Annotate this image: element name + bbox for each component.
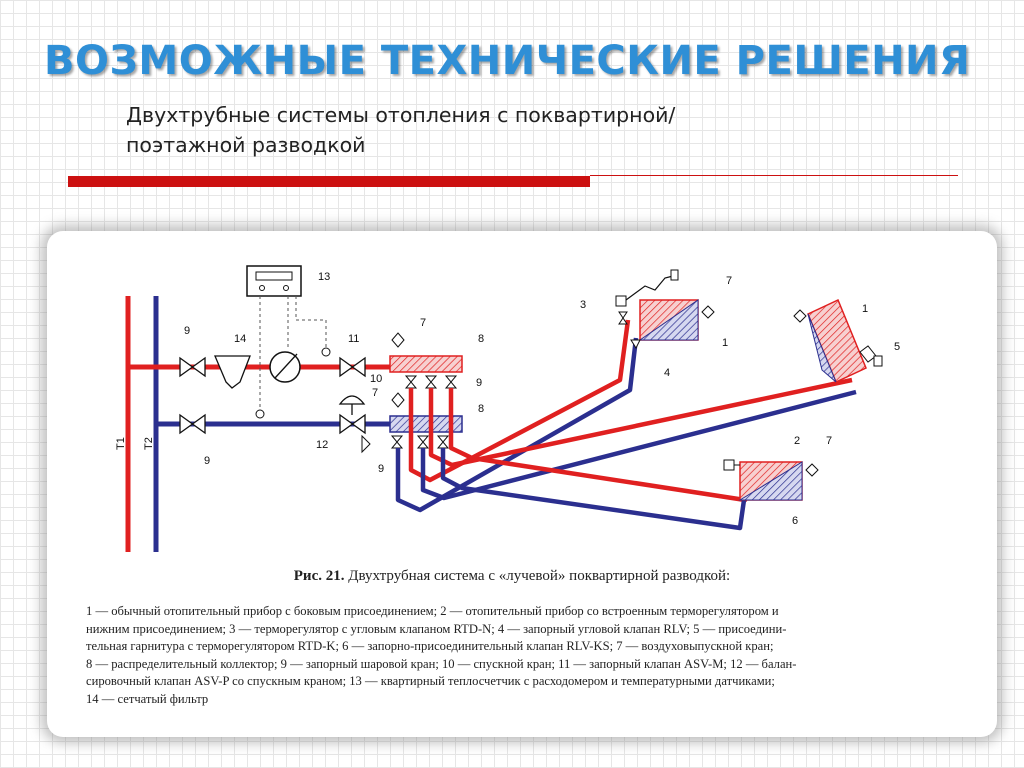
callout-13: 13 xyxy=(318,271,330,283)
legend-line: нижним присоединением; 3 — терморегулято… xyxy=(86,621,787,636)
caption-text: Двухтрубная система с «лучевой» покварти… xyxy=(344,568,731,584)
callout-1a: 1 xyxy=(722,337,728,349)
callout-9b: 9 xyxy=(204,455,210,467)
slide-subtitle: Двухтрубные системы отопления с покварти… xyxy=(126,100,675,160)
return-collector-8 xyxy=(389,415,463,433)
accent-line xyxy=(590,175,958,176)
strainer-filter-14 xyxy=(214,355,251,389)
ball-valve-9-supply xyxy=(179,356,206,378)
thermostat-3 xyxy=(615,269,679,325)
supply-collector-8 xyxy=(389,355,463,373)
legend-line: 1 — обычный отопительный прибор с боковы… xyxy=(86,604,779,618)
callout-8a: 8 xyxy=(478,333,484,345)
callout-11: 11 xyxy=(348,333,359,345)
balancing-valve-12 xyxy=(338,395,371,454)
air-vent-7-supply-collector xyxy=(391,332,405,348)
ball-valve-9-return xyxy=(179,413,206,435)
collector-return-valves xyxy=(390,435,450,449)
caption-prefix: Рис. 21. xyxy=(293,568,345,584)
radiator-1-upper xyxy=(638,299,699,341)
figure-caption: Рис. 21. Двухтрубная система с «лучевой»… xyxy=(0,568,1024,585)
radiator-2 xyxy=(723,459,803,501)
callout-7a: 7 xyxy=(420,317,426,329)
legend-line: тельная гарнитура с терморегулятором RTD… xyxy=(86,639,774,653)
accent-bar xyxy=(68,176,590,187)
air-vent-7-return-collector xyxy=(391,392,405,408)
air-vent-7-radiator-right xyxy=(793,309,807,323)
t2-label: Т2 xyxy=(143,437,155,450)
callouts: 13 14 11 9 9 12 7 7 10 8 8 9 9 3 7 1 4 1… xyxy=(184,271,900,527)
callout-3: 3 xyxy=(580,299,586,311)
connection-fitting-5 xyxy=(859,345,883,367)
branch-pipes xyxy=(395,319,857,531)
callout-12: 12 xyxy=(316,439,328,451)
air-vent-7-radiator-1 xyxy=(701,305,715,319)
callout-1b: 1 xyxy=(862,303,868,315)
callout-4: 4 xyxy=(664,367,670,379)
flowmeter xyxy=(269,351,301,383)
callout-2: 2 xyxy=(794,435,800,447)
callout-9d: 9 xyxy=(378,463,384,475)
legend-line: сировочный клапан ASV-P со спускным кран… xyxy=(86,674,775,688)
radiator-1-right xyxy=(807,298,867,384)
figure-legend: 1 — обычный отопительный прибор с боковы… xyxy=(86,603,946,708)
callout-6: 6 xyxy=(792,515,798,527)
callout-5: 5 xyxy=(894,341,900,353)
callout-7d: 7 xyxy=(826,435,832,447)
legend-line: 8 — распределительный коллектор; 9 — зап… xyxy=(86,656,797,671)
callout-8b: 8 xyxy=(478,403,484,415)
t1-label: Т1 xyxy=(115,437,127,450)
heat-meter-13 xyxy=(246,265,331,419)
angle-valve-4 xyxy=(630,339,641,350)
callout-9a: 9 xyxy=(184,325,190,337)
callout-7b: 7 xyxy=(372,387,378,399)
shutoff-valve-11 xyxy=(339,356,366,378)
air-vent-7-radiator-2 xyxy=(805,463,819,477)
callout-10: 10 xyxy=(370,373,382,385)
collector-supply-valves xyxy=(404,375,458,389)
subtitle-line-2: поэтажной разводкой xyxy=(126,133,366,157)
legend-line: 14 — сетчатый фильтр xyxy=(86,691,209,706)
callout-7c: 7 xyxy=(726,275,732,287)
callout-9c: 9 xyxy=(476,377,482,389)
callout-14: 14 xyxy=(234,333,246,345)
subtitle-line-1: Двухтрубные системы отопления с покварти… xyxy=(126,103,676,127)
slide-title: ВОЗМОЖНЫЕ ТЕХНИЧЕСКИЕ РЕШЕНИЯ xyxy=(44,38,971,84)
